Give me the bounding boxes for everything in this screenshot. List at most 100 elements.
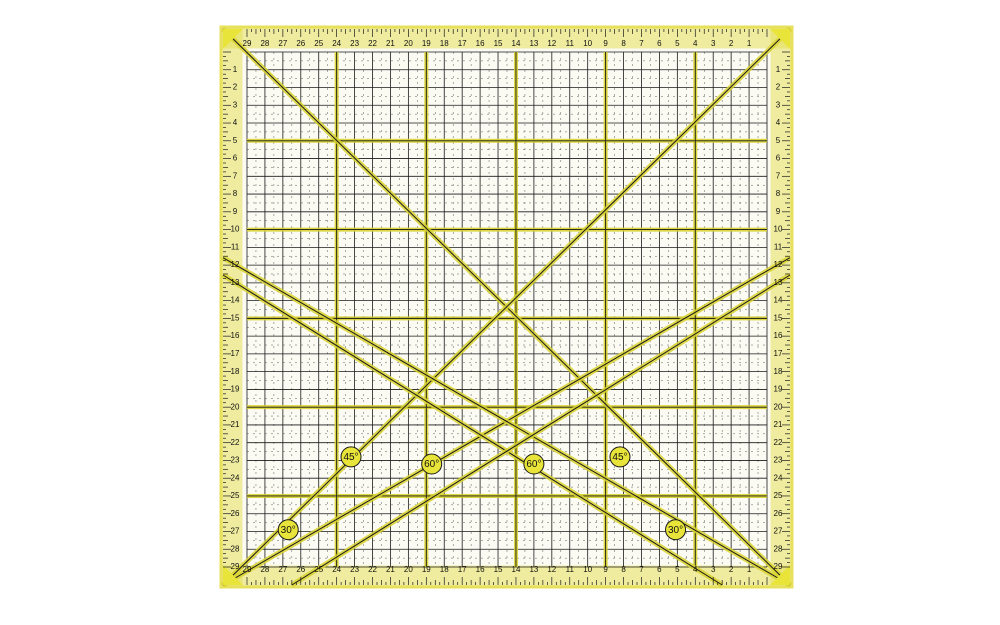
right-scale-number: 24 xyxy=(774,473,783,482)
right-edge-band xyxy=(770,28,791,586)
angle-badge-label: 60° xyxy=(526,459,541,470)
bottom-scale-number: 8 xyxy=(621,565,626,574)
bottom-scale-number: 9 xyxy=(603,565,608,574)
right-scale-number: 28 xyxy=(774,544,783,553)
bottom-scale-number: 12 xyxy=(547,565,556,574)
left-scale-number: 5 xyxy=(233,136,238,145)
right-scale-number: 25 xyxy=(774,491,783,500)
bottom-scale-number: 4 xyxy=(693,565,698,574)
bottom-scale-number: 28 xyxy=(260,565,269,574)
corner-triangle-tl xyxy=(223,29,243,49)
left-scale-number: 1 xyxy=(233,65,238,74)
angle-30-right-center xyxy=(222,257,791,586)
top-scale-number: 19 xyxy=(422,39,431,48)
top-scale-number: 9 xyxy=(603,39,608,48)
top-scale-number: 12 xyxy=(547,39,556,48)
angle-60-left-center xyxy=(222,274,723,586)
top-scale-number: 18 xyxy=(440,39,449,48)
top-scale-number: 24 xyxy=(332,39,341,48)
right-scale-number: 5 xyxy=(776,136,781,145)
right-scale-number: 12 xyxy=(774,260,783,269)
left-scale-number: 23 xyxy=(231,456,240,465)
left-scale-number: 7 xyxy=(233,171,238,180)
bottom-scale-number: 7 xyxy=(639,565,644,574)
angle-badge xyxy=(421,453,443,475)
top-scale-number: 3 xyxy=(711,39,716,48)
top-scale-number: 22 xyxy=(368,39,377,48)
left-scale-number: 19 xyxy=(231,385,240,394)
right-scale-number: 21 xyxy=(774,420,783,429)
right-scale-number: 27 xyxy=(774,527,783,536)
top-scale-number: 8 xyxy=(621,39,626,48)
top-scale-number: 27 xyxy=(278,39,287,48)
left-scale-number: 20 xyxy=(231,402,240,411)
top-scale-number: 28 xyxy=(260,39,269,48)
left-scale-number: 21 xyxy=(231,420,240,429)
top-scale-number: 20 xyxy=(404,39,413,48)
right-scale-number: 29 xyxy=(774,562,783,571)
right-scale-number: 4 xyxy=(776,118,781,127)
bottom-scale-number: 23 xyxy=(350,565,359,574)
bottom-scale-number: 21 xyxy=(386,565,395,574)
right-scale-number: 14 xyxy=(774,296,783,305)
bottom-scale-number: 25 xyxy=(314,565,323,574)
top-scale-number: 10 xyxy=(583,39,592,48)
angle-60-right-center xyxy=(291,274,791,586)
bottom-scale-number: 15 xyxy=(494,565,503,574)
right-scale-number: 19 xyxy=(774,385,783,394)
left-scale-number: 6 xyxy=(233,154,238,163)
right-scale-number: 18 xyxy=(774,367,783,376)
top-scale-number: 6 xyxy=(657,39,662,48)
bottom-scale-number: 22 xyxy=(368,565,377,574)
left-scale-number: 8 xyxy=(233,189,238,198)
bottom-scale-number: 29 xyxy=(243,565,252,574)
angle-badge-label: 45° xyxy=(612,452,627,463)
top-scale-number: 4 xyxy=(693,39,698,48)
right-scale-number: 1 xyxy=(776,65,781,74)
bottom-scale-number: 10 xyxy=(583,565,592,574)
left-scale-number: 22 xyxy=(231,438,240,447)
angle-badge-label: 60° xyxy=(424,459,439,470)
left-scale-number: 27 xyxy=(231,527,240,536)
angle-badge-label: 45° xyxy=(343,452,358,463)
angle-badge xyxy=(277,519,299,541)
right-scale-number: 17 xyxy=(774,349,783,358)
bottom-scale-number: 2 xyxy=(729,565,734,574)
bottom-scale-number: 17 xyxy=(458,565,467,574)
top-scale-number: 23 xyxy=(350,39,359,48)
bottom-scale-number: 5 xyxy=(675,565,680,574)
top-scale-number: 14 xyxy=(512,39,521,48)
bottom-scale-number: 18 xyxy=(440,565,449,574)
top-scale-number: 7 xyxy=(639,39,644,48)
top-scale-number: 13 xyxy=(529,39,538,48)
right-scale-number: 11 xyxy=(774,242,783,251)
left-scale-number: 10 xyxy=(231,225,240,234)
angle-badge xyxy=(340,446,362,468)
angle-badge xyxy=(665,519,687,541)
right-scale-number: 7 xyxy=(776,171,781,180)
right-scale-number: 9 xyxy=(776,207,781,216)
bottom-scale-number: 27 xyxy=(278,565,287,574)
left-scale-number: 18 xyxy=(231,367,240,376)
left-scale-number: 4 xyxy=(233,118,238,127)
left-scale-number: 11 xyxy=(231,242,240,251)
bottom-scale-number: 26 xyxy=(296,565,305,574)
top-scale-number: 11 xyxy=(566,39,575,48)
left-scale-number: 26 xyxy=(231,509,240,518)
corner-triangle-tr xyxy=(770,29,790,49)
bottom-scale-number: 19 xyxy=(422,565,431,574)
top-scale-number: 29 xyxy=(243,39,252,48)
top-scale-number: 25 xyxy=(314,39,323,48)
right-scale-number: 23 xyxy=(774,456,783,465)
top-scale-number: 26 xyxy=(296,39,305,48)
right-scale-number: 10 xyxy=(774,225,783,234)
left-scale-number: 25 xyxy=(231,491,240,500)
left-scale-number: 16 xyxy=(231,331,240,340)
top-scale-number: 21 xyxy=(386,39,395,48)
right-scale-number: 13 xyxy=(774,278,783,287)
bottom-scale-number: 20 xyxy=(404,565,413,574)
diagonal-45-b-center xyxy=(222,28,791,586)
top-scale-number: 17 xyxy=(458,39,467,48)
angle-badge-label: 30° xyxy=(668,525,683,536)
